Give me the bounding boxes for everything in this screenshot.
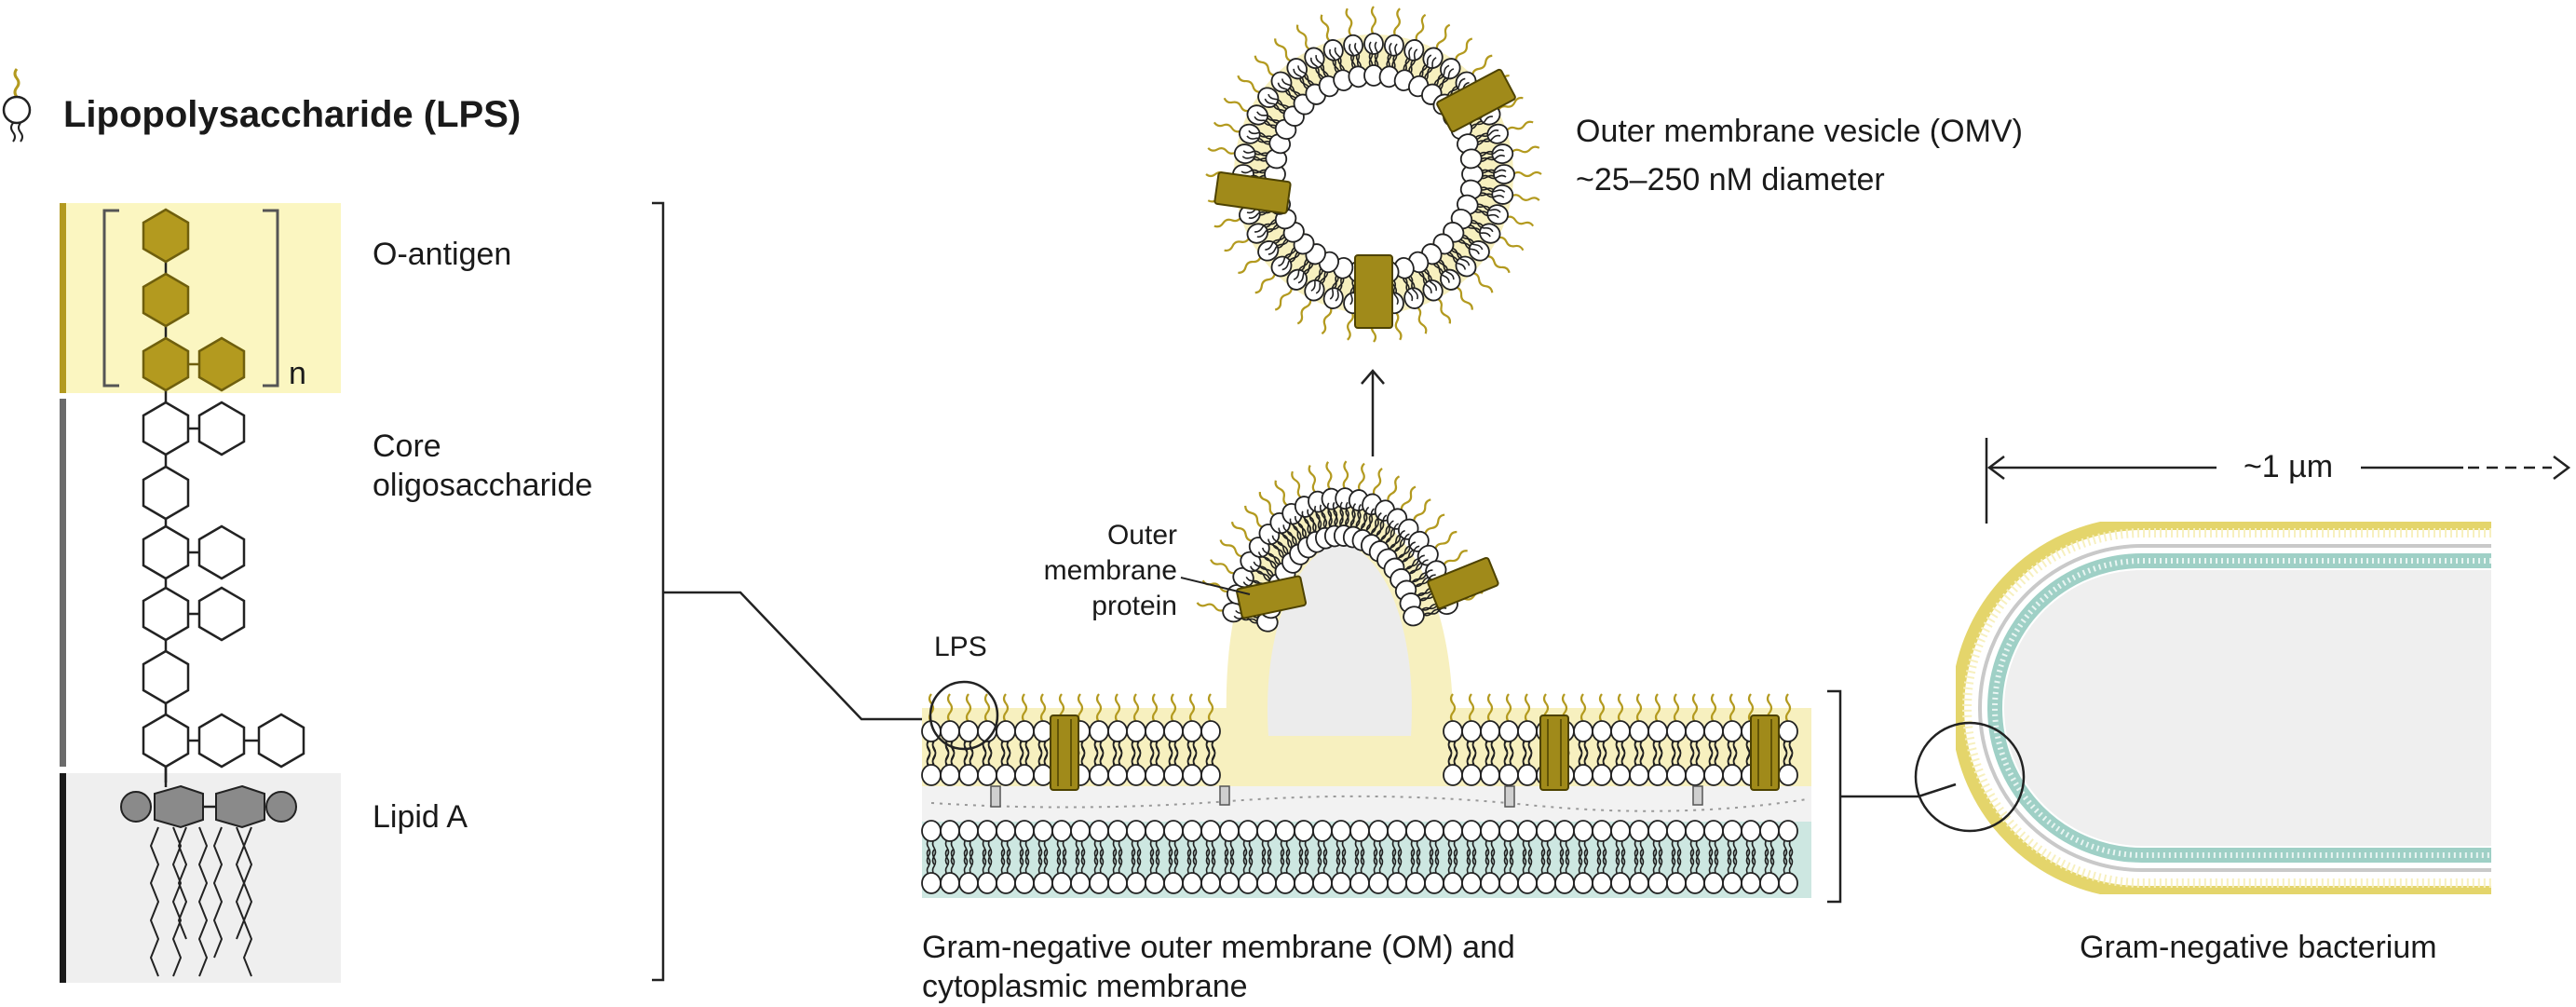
lps-structure: n	[60, 203, 592, 983]
core-label-line2: oligosaccharide	[373, 468, 592, 503]
bacterium: ~1 µm Gram-negative bacterium	[1914, 438, 2571, 965]
lipid-a-label: Lipid A	[373, 799, 468, 835]
legend: Lipopolysaccharide (LPS)	[2, 68, 521, 143]
repeat-subscript: n	[289, 356, 306, 391]
release-arrow	[1361, 369, 1385, 456]
omv-label-line2: ~25–250 nM diameter	[1576, 162, 1885, 197]
bacterium-zoom-circle	[1914, 721, 2026, 833]
o-antigen-bar	[60, 203, 66, 393]
scale-bar	[1985, 438, 2571, 524]
omv-label-line1: Outer membrane vesicle (OMV)	[1576, 114, 2023, 149]
omv-proteins	[1213, 68, 1516, 329]
o-antigen-label: O-antigen	[373, 237, 511, 272]
structure-connector	[652, 201, 922, 982]
core-label-line1: Core	[373, 429, 441, 464]
omp-label-line3: protein	[1091, 591, 1177, 621]
lipoproteins	[990, 785, 1703, 808]
lps-molecule-icon	[2, 68, 32, 143]
lipid-a-tails	[149, 826, 253, 977]
lps-callout-label: LPS	[934, 632, 987, 662]
repeat-bracket-left	[102, 209, 119, 388]
bacterium-caption: Gram-negative bacterium	[2080, 930, 2437, 965]
core-bar	[60, 399, 66, 767]
core-sugars	[142, 401, 305, 769]
lps-callout-circle	[929, 680, 999, 751]
membrane-caption-line1: Gram-negative outer membrane (OM) and	[922, 930, 1515, 965]
omp-label-line1: Outer	[1107, 520, 1177, 551]
membrane-caption-line2: cytoplasmic membrane	[922, 969, 1248, 1004]
legend-title: Lipopolysaccharide (LPS)	[63, 94, 521, 135]
scale-label: ~1 µm	[2244, 449, 2333, 484]
omv: Outer membrane vesicle (OMV) ~25–250 nM …	[1206, 7, 2023, 342]
repeat-bracket-right	[263, 209, 279, 388]
lipid-a-headgroup	[120, 767, 297, 829]
o-antigen-sugars	[142, 208, 246, 392]
omp-label-line2: membrane	[1044, 555, 1177, 586]
membrane-section: LPS Outer membrane protein Gram-negative…	[922, 461, 1957, 1004]
lipid-a-bar	[60, 773, 66, 983]
